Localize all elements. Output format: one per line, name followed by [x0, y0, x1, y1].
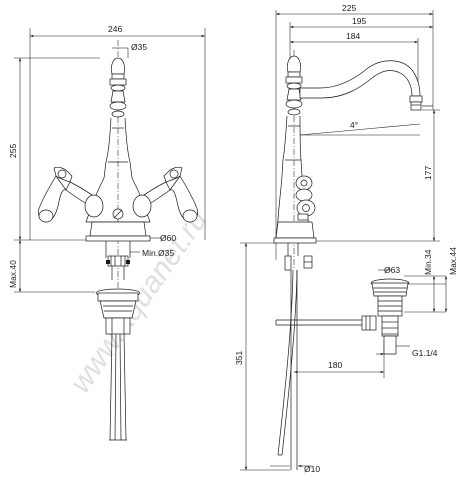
waste-diameter-label: Ø63 [384, 265, 400, 275]
depth-total-label: 225 [342, 3, 356, 13]
front-hoses [109, 333, 127, 441]
base-diameter-label: Ø60 [160, 233, 176, 243]
angle-label: 4° [350, 120, 358, 130]
overall-width-label: 246 [108, 24, 122, 34]
waste-detail: Ø63 Min.34 Max.44 G1.1/4 [361, 247, 458, 358]
pipe-diameter-label: Ø10 [304, 464, 320, 474]
reach-label: 184 [346, 31, 360, 41]
overall-height-label: 255 [8, 144, 18, 158]
side-view: 225 195 184 4° [234, 3, 440, 474]
base-plate [89, 221, 147, 237]
hole-diameter-label: Min.Ø35 [142, 248, 174, 258]
side-top-knob [287, 55, 301, 73]
rod-reach-label: 180 [328, 360, 342, 370]
pipe-length-label: 351 [234, 351, 244, 365]
front-waste-assembly [95, 288, 141, 335]
top-knob [111, 57, 125, 75]
min-height-label: Min.34 [423, 249, 433, 275]
front-view: 246 Ø35 255 Max.40 [8, 24, 206, 441]
max-height-label: Max.44 [448, 247, 458, 275]
spout [299, 60, 421, 99]
depth-spout-label: 195 [352, 16, 366, 26]
knob-diameter-label: Ø35 [131, 42, 147, 52]
thread-label: G1.1/4 [412, 348, 438, 358]
max-counter-label: Max.40 [8, 260, 18, 288]
spout-height-label: 177 [423, 166, 433, 180]
